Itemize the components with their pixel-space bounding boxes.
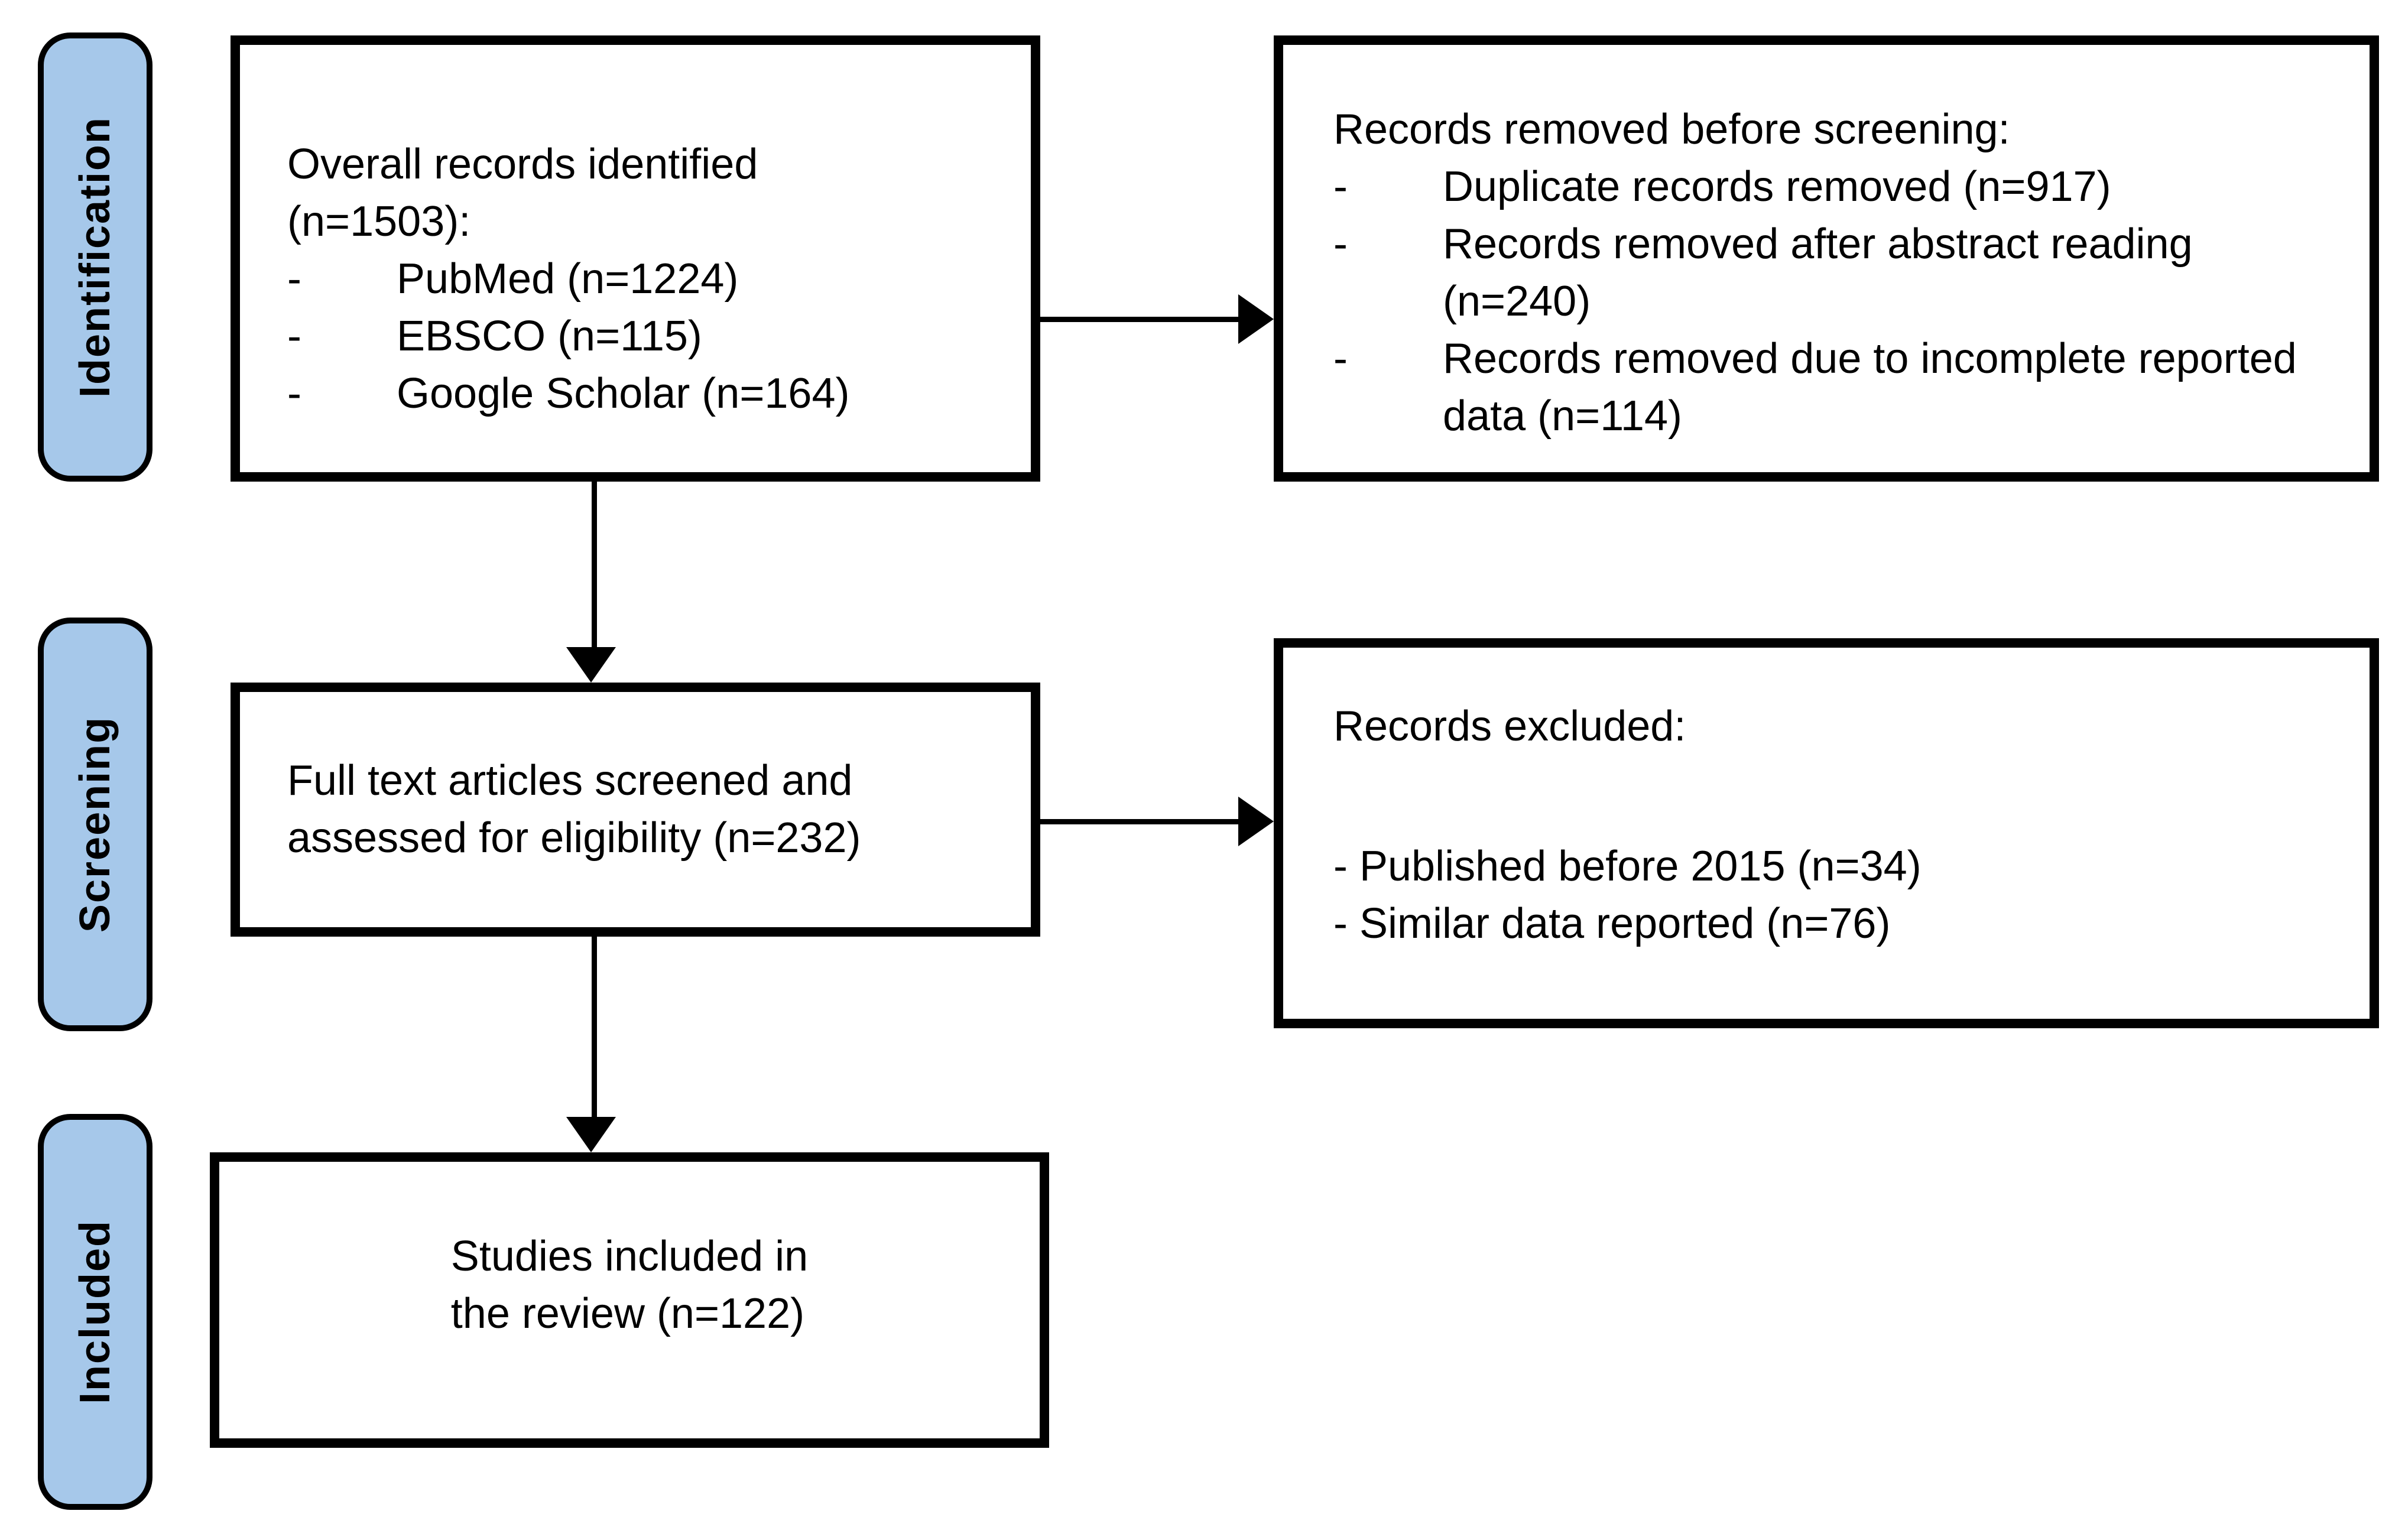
records-identified-line1: Overall records identified	[287, 141, 758, 188]
bullet-text: EBSCO (n=115)	[397, 313, 702, 360]
stage-pill-included: Included	[38, 1114, 152, 1510]
stage-pill-identification: Identification	[38, 33, 152, 482]
records-identified-bullet-pubmed: - PubMed (n=1224)	[287, 251, 1013, 308]
full-text-screened-line1: Full text articles screened and	[287, 757, 853, 804]
bullet-marker: -	[1333, 335, 1348, 382]
bullet-text: Duplicate records removed (n=917)	[1443, 163, 2111, 210]
bullet-marker: -	[287, 370, 301, 417]
records-removed-bullet-abstract: - Records removed after abstract reading…	[1333, 216, 2337, 330]
stage-label-identification: Identification	[72, 116, 119, 398]
arrow-screened-to-excluded-line	[1040, 819, 1241, 824]
bullet-marker: -	[287, 255, 301, 303]
bullet-text: PubMed (n=1224)	[397, 255, 739, 303]
studies-included-line1: Studies included in	[450, 1233, 809, 1280]
studies-included-line2: the review (n=122)	[450, 1290, 805, 1337]
records-excluded-bullets: - Published before 2015 (n=34) - Similar…	[1333, 838, 2337, 953]
bullet-marker: -	[287, 313, 301, 360]
box-records-identified: Overall records identified (n=1503): - P…	[231, 35, 1040, 482]
records-identified-bullet-ebsco: - EBSCO (n=115)	[287, 308, 1013, 365]
stage-pill-screening: Screening	[38, 618, 152, 1031]
bullet-marker: -	[1333, 163, 1348, 210]
arrow-identified-to-screened-line	[592, 482, 597, 647]
arrow-screened-to-included-line	[592, 937, 597, 1117]
records-identified-bullet-google-scholar: - Google Scholar (n=164)	[287, 365, 1013, 423]
stage-label-screening: Screening	[72, 716, 119, 933]
box-studies-included: Studies included in the review (n=122)	[210, 1152, 1049, 1448]
bullet-text: Google Scholar (n=164)	[397, 370, 850, 417]
full-text-screened-line2: assessed for eligibility (n=232)	[287, 814, 861, 862]
bullet-text: Records removed after abstract reading (…	[1443, 220, 2193, 325]
box-records-excluded: Records excluded: - Published before 201…	[1274, 638, 2379, 1028]
records-removed-title: Records removed before screening:	[1333, 106, 2010, 153]
records-excluded-title: Records excluded:	[1333, 703, 1686, 750]
box-full-text-screened: Full text articles screened and assessed…	[231, 683, 1040, 937]
arrow-identified-to-removed-line	[1040, 317, 1241, 322]
arrow-screened-to-included-head-icon	[566, 1117, 616, 1152]
records-removed-bullet-incomplete: - Records removed due to incomplete repo…	[1333, 330, 2337, 445]
arrow-screened-to-excluded-head-icon	[1238, 797, 1274, 846]
records-excluded-bullet-before-2015: - Published before 2015 (n=34)	[1333, 843, 1922, 890]
records-identified-line2: (n=1503):	[287, 198, 471, 245]
arrow-identified-to-screened-head-icon	[566, 647, 616, 683]
arrow-identified-to-removed-head-icon	[1238, 294, 1274, 344]
stage-label-included: Included	[72, 1219, 119, 1405]
records-excluded-bullet-similar-data: - Similar data reported (n=76)	[1333, 900, 1891, 947]
box-records-removed: Records removed before screening: - Dupl…	[1274, 35, 2379, 482]
bullet-marker: -	[1333, 220, 1348, 268]
studies-included-text: Studies included in the review (n=122)	[451, 1228, 808, 1343]
bullet-text: Records removed due to incomplete report…	[1443, 335, 2297, 440]
records-removed-bullet-duplicates: - Duplicate records removed (n=917)	[1333, 158, 2337, 216]
